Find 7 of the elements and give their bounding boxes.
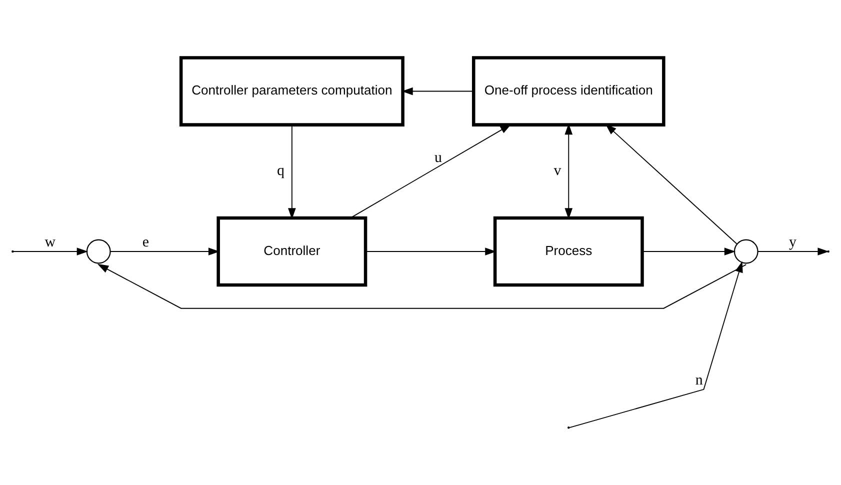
- edge-label: y: [788, 234, 796, 250]
- edge-label: q: [277, 162, 284, 178]
- edge-label: u: [434, 149, 442, 166]
- edge-label: w: [44, 234, 56, 250]
- edge-label: v: [554, 162, 562, 178]
- edge-label: e: [142, 234, 149, 250]
- edge-label: n: [695, 372, 703, 388]
